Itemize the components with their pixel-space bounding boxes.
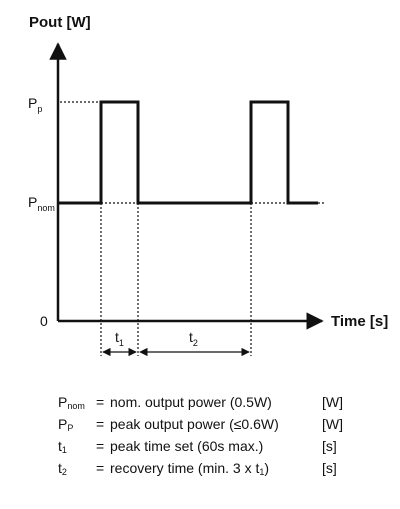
legend-row-nominal-power: Pnom = nom. output power (0.5W) [W]: [58, 391, 378, 413]
t2-label: t2: [189, 329, 198, 348]
nominal-level-label: Pnom: [28, 194, 55, 213]
legend-description: nom. output power (0.5W): [110, 394, 272, 410]
legend-row-peak-power: PP = peak output power (≤0.6W) [W]: [58, 413, 378, 435]
legend-unit: [W]: [322, 394, 343, 410]
legend-description: recovery time (min. 3 x t1): [110, 460, 270, 477]
y-axis-title: Pout [W]: [29, 14, 91, 31]
legend-unit: [s]: [322, 438, 337, 454]
legend-symbol: t2: [58, 460, 67, 477]
legend-unit: [s]: [322, 460, 337, 476]
legend-unit: [W]: [322, 416, 343, 432]
legend-description: peak output power (≤0.6W): [110, 416, 279, 432]
legend-equals: =: [96, 416, 105, 432]
peak-level-label: Pp: [28, 95, 42, 114]
zero-level-label: 0: [40, 313, 48, 329]
power-waveform: [58, 100, 318, 205]
x-axis-title: Time [s]: [331, 313, 388, 330]
legend-symbol: t1: [58, 438, 67, 455]
legend-symbol: PP: [58, 416, 74, 433]
legend-symbol: Pnom: [58, 394, 85, 411]
legend-description: peak time set (60s max.): [110, 438, 264, 454]
legend: Pnom = nom. output power (0.5W) [W] PP =…: [58, 391, 378, 479]
legend-equals: =: [96, 438, 105, 454]
legend-equals: =: [96, 394, 105, 410]
t1-label: t1: [115, 329, 124, 348]
legend-row-peak-time: t1 = peak time set (60s max.) [s]: [58, 435, 378, 457]
legend-row-recovery-time: t2 = recovery time (min. 3 x t1) [s]: [58, 457, 378, 479]
legend-equals: =: [96, 460, 105, 476]
